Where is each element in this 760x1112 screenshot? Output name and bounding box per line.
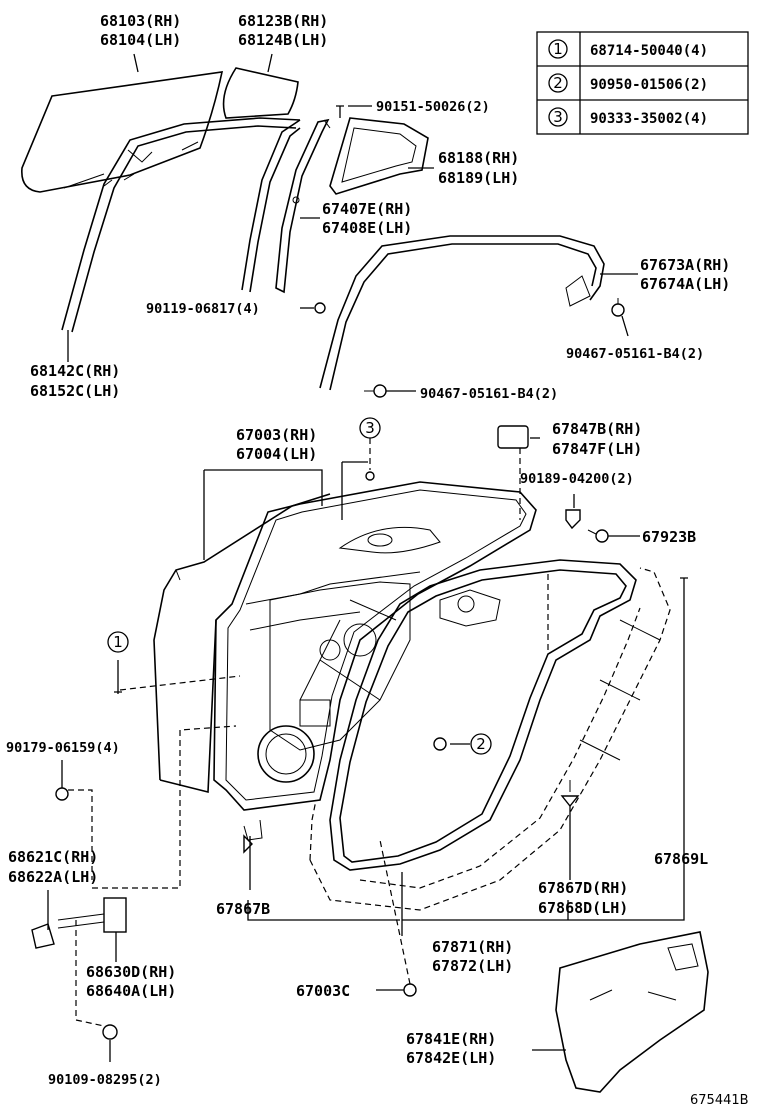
callout-2: 2 [476, 735, 486, 753]
door-regulator-panel [269, 581, 501, 751]
screw-90467-lower [364, 384, 387, 398]
label-68640a: 68640A(LH) [86, 982, 176, 1000]
label-67872: 67872(LH) [432, 957, 513, 975]
label-67847f: 67847F(LH) [552, 440, 642, 458]
label-90467-lower: 90467-05161-B4(2) [420, 386, 558, 402]
legend-mark-1: 1 [553, 40, 563, 58]
label-90119: 90119-06817(4) [146, 301, 260, 317]
glass-rear-door [21, 71, 224, 193]
door-weatherstrip [329, 559, 637, 871]
label-68188: 68188(RH) [438, 149, 519, 167]
legend-mark-2: 2 [553, 74, 563, 92]
label-67868d: 67868D(LH) [538, 899, 628, 917]
label-68622a: 68622A(LH) [8, 868, 98, 886]
callout-2-nut [433, 737, 447, 751]
label-67407e: 67407E(RH) [322, 200, 412, 218]
clip-67867b [243, 834, 253, 854]
label-68123b: 68123B(RH) [238, 12, 328, 30]
division-bar [275, 118, 331, 294]
label-67847b: 67847B(RH) [552, 420, 642, 438]
label-68104: 68104(LH) [100, 31, 181, 49]
label-67841e: 67841E(RH) [406, 1030, 496, 1048]
clip-90189 [565, 509, 581, 530]
label-90179: 90179-06159(4) [6, 740, 120, 756]
label-90109: 90109-08295(2) [48, 1072, 162, 1088]
label-67867b: 67867B [216, 900, 270, 918]
figure-id: 675441B [690, 1093, 749, 1108]
clip-67847b [497, 425, 529, 449]
legend-table: 1 68714-50040(4) 2 90950-01506(2) 3 9033… [536, 31, 749, 135]
label-67923b: 67923B [642, 528, 696, 546]
door-inner-panel [213, 481, 537, 841]
label-90151: 90151-50026(2) [376, 99, 490, 115]
callout-1-circle [107, 631, 129, 653]
clip-67003c [403, 983, 417, 997]
screw-90151 [336, 105, 344, 118]
legend-mark-3: 3 [553, 108, 563, 126]
bolt-90109 [102, 1024, 118, 1040]
clip-90179 [55, 787, 69, 801]
legend-mark-2-circle [548, 73, 568, 93]
label-67673a: 67673A(RH) [640, 256, 730, 274]
service-hole-cover [555, 931, 709, 1093]
label-68152c: 68152C(LH) [30, 382, 120, 400]
door-outer-panel [153, 493, 331, 794]
callout-2-circle [470, 733, 492, 755]
label-67003c: 67003C [296, 982, 350, 1000]
label-67842e: 67842E(LH) [406, 1049, 496, 1067]
legend-part-3: 90333-35002(4) [590, 111, 708, 127]
glass-run-channel [61, 117, 301, 333]
legend-part-1: 68714-50040(4) [590, 43, 708, 59]
door-opening-trim [309, 567, 671, 911]
label-90189: 90189-04200(2) [520, 471, 634, 487]
callout-3: 3 [365, 419, 375, 437]
screw-90467-upper [611, 298, 625, 317]
label-67003: 67003(RH) [236, 426, 317, 444]
label-90467-upper: 90467-05161-B4(2) [566, 346, 704, 362]
label-68142c: 68142C(RH) [30, 362, 120, 380]
label-67869l: 67869L [654, 850, 708, 868]
label-67674a: 67674A(LH) [640, 275, 730, 293]
label-67871: 67871(RH) [432, 938, 513, 956]
callout-1-bolt [114, 686, 122, 694]
clip-67867d [560, 780, 580, 808]
clip-67923b [587, 529, 609, 543]
label-68621c: 68621C(RH) [8, 848, 98, 866]
screw-67869l [680, 577, 688, 590]
label-68189: 68189(LH) [438, 169, 519, 187]
quarter-window-glass [222, 67, 299, 119]
legend-mark-1-circle [548, 39, 568, 59]
legend-mark-3-circle [548, 107, 568, 127]
callout-3-clip [365, 471, 375, 481]
label-67408e: 67408E(LH) [322, 219, 412, 237]
belt-moulding-upper [319, 235, 605, 391]
quarter-window-frame [329, 117, 429, 195]
label-67004: 67004(LH) [236, 445, 317, 463]
label-68103: 68103(RH) [100, 12, 181, 30]
label-68630d: 68630D(RH) [86, 963, 176, 981]
door-check [31, 897, 127, 949]
screw-90119 [314, 302, 326, 314]
label-67867d: 67867D(RH) [538, 879, 628, 897]
callout-1: 1 [113, 633, 123, 651]
legend-part-2: 90950-01506(2) [590, 77, 708, 93]
label-68124b: 68124B(LH) [238, 31, 328, 49]
